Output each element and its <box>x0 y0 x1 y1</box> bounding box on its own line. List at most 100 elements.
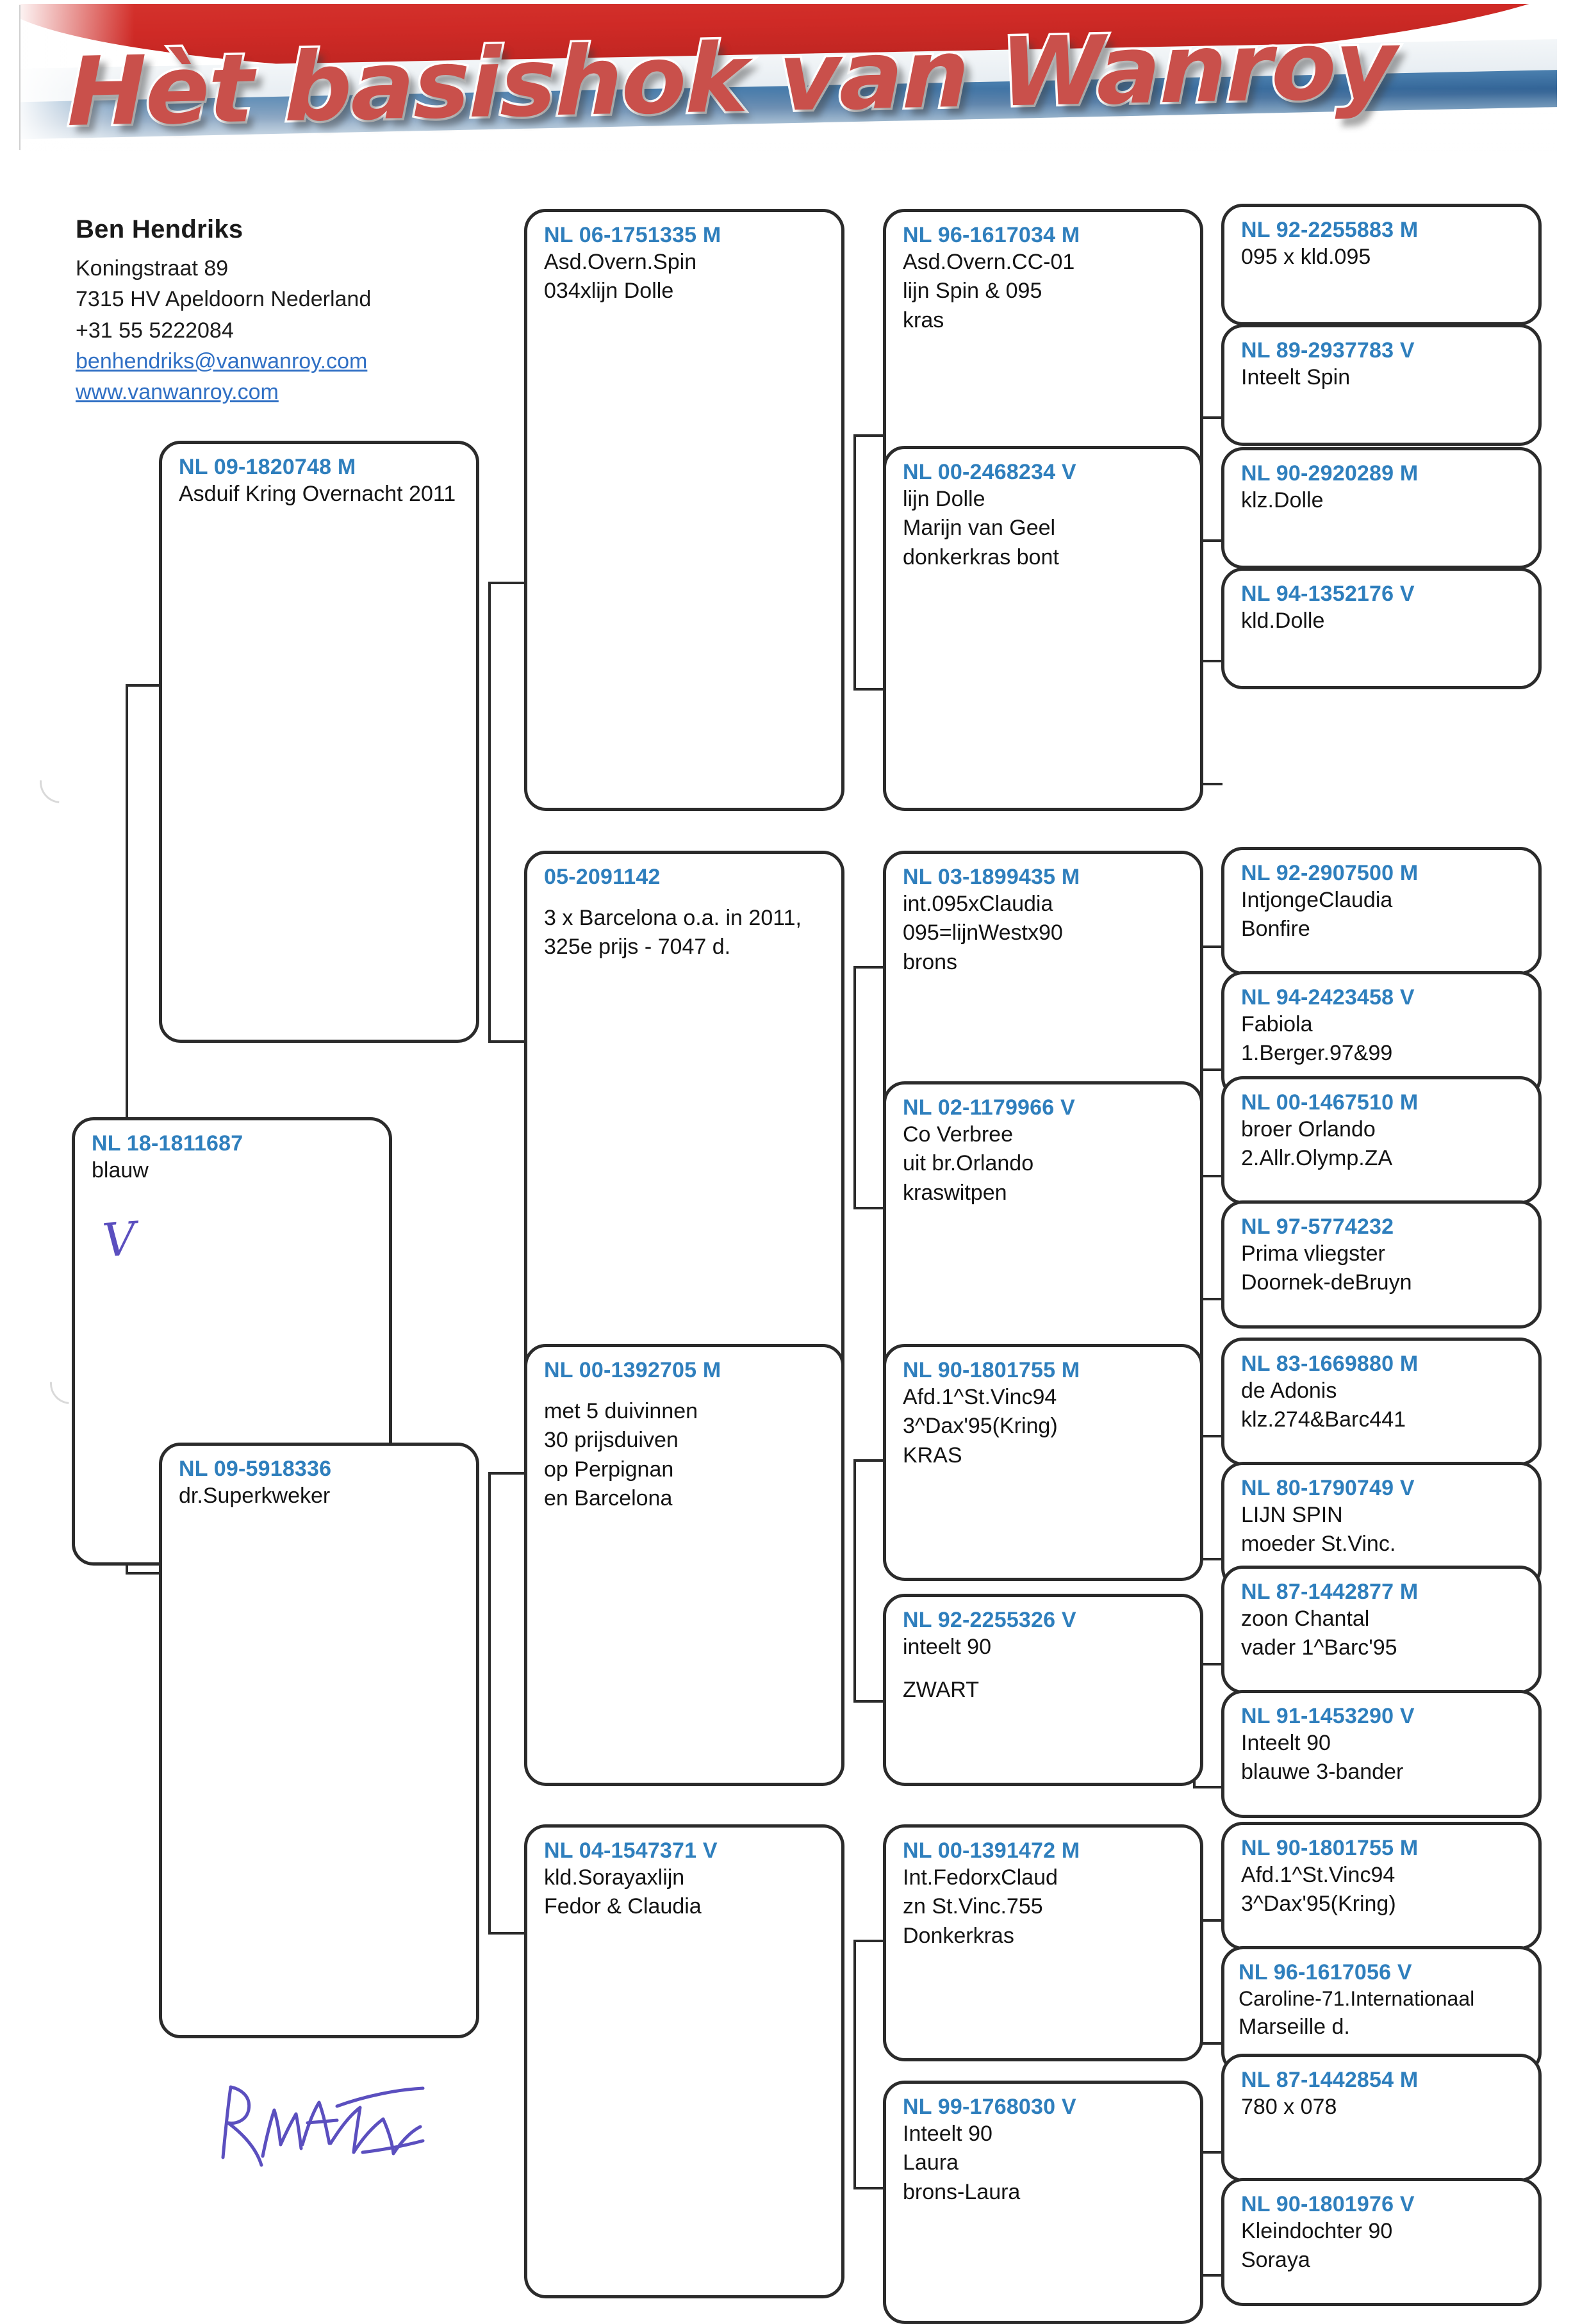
pedigree-box-gen4-3[interactable]: NL 94-1352176 V kld.Dolle <box>1221 568 1542 689</box>
gen3-0-line-3: kras <box>903 307 944 332</box>
gen4-14-line-1: 780 x 078 <box>1241 2095 1337 2120</box>
connector-gen2b-gen3 <box>853 966 856 1209</box>
gen2-2-ring-number: NL 00-1392705 M <box>544 1358 721 1382</box>
gen3-5-line-1: inteelt 90 <box>903 1635 991 1660</box>
pedigree-sheet: mush Case Ben Hendriks Koningstraat 89 7… <box>0 159 1589 2324</box>
gen3-1-ring-number: NL 00-2468234 V <box>903 460 1076 484</box>
dutch-flag-graphic <box>19 4 1557 151</box>
handwritten-signature <box>221 2085 425 2167</box>
connector-gen3-5-gen4-t <box>1193 1435 1223 1437</box>
gen2-3-line-2: Fedor & Claudia <box>544 1894 702 1919</box>
owner-info-block: Ben Hendriks Koningstraat 89 7315 HV Ape… <box>76 215 498 407</box>
owner-street: Koningstraat 89 <box>76 256 229 281</box>
gen4-14-ring-number: NL 87-1442854 M <box>1241 2068 1419 2092</box>
gen3-6-ring-number: NL 00-1391472 M <box>903 1838 1080 1863</box>
connector-gen3-8-gen4-t <box>1193 2151 1223 2154</box>
connector-subject-gen1-top <box>126 684 170 687</box>
gen4-2-ring-number: NL 90-2920289 M <box>1241 461 1419 486</box>
gen4-3-ring-number: NL 94-1352176 V <box>1241 582 1415 606</box>
pedigree-box-gen4-14[interactable]: NL 87-1442854 M 780 x 078 <box>1221 2054 1542 2182</box>
gen2-1-ring-number: 05-2091142 <box>544 865 661 889</box>
gen2-2-line-2: met 5 duivinnen <box>544 1399 698 1424</box>
pedigree-box-gen4-0[interactable]: NL 92-2255883 M 095 x kld.095 <box>1221 204 1542 325</box>
connector-gen2a-gen3-t <box>853 434 884 437</box>
gen2-2-line-4: op Perpignan <box>544 1457 674 1482</box>
pedigree-box-gen3-5[interactable]: NL 92-2255326 V inteelt 90 ZWART <box>883 1594 1203 1786</box>
connector-gen2a-gen3-b <box>853 688 884 691</box>
gen4-11-line-2: blauwe 3-bander <box>1241 1760 1404 1785</box>
pedigree-box-gen4-10[interactable]: NL 87-1442877 M zoon Chantal vader 1^Bar… <box>1221 1566 1542 1694</box>
connector-gen3-2-gen4-t <box>1193 660 1223 662</box>
gen4-15-line-1: Kleindochter 90 <box>1241 2219 1393 2244</box>
owner-website-link[interactable]: www.vanwanroy.com <box>76 380 279 405</box>
pedigree-box-gen1-1[interactable]: NL 09-5918336 dr.Superkweker <box>159 1443 479 2038</box>
gen3-3-line-1: Co Verbree <box>903 1122 1013 1147</box>
pedigree-box-gen4-15[interactable]: NL 90-1801976 V Kleindochter 90 Soraya <box>1221 2178 1542 2306</box>
gen2-2-line-3: 30 prijsduiven <box>544 1428 679 1453</box>
gen3-4-line-3: KRAS <box>903 1443 962 1468</box>
gen3-7-line-2: Laura <box>903 2150 959 2175</box>
gen2-3-ring-number: NL 04-1547371 V <box>544 1838 718 1863</box>
gen4-5-ring-number: NL 94-2423458 V <box>1241 985 1415 1010</box>
gen4-13-line-2: Marseille d. <box>1239 2014 1350 2039</box>
gen4-3-line-1: kld.Dolle <box>1241 609 1325 634</box>
pedigree-box-gen4-4[interactable]: NL 92-2907500 M IntjongeClaudia Bonfire <box>1221 847 1542 975</box>
owner-email-link[interactable]: benhendriks@vanwanroy.com <box>76 348 368 373</box>
pedigree-box-gen4-6[interactable]: NL 00-1467510 M broer Orlando 2.Allr.Oly… <box>1221 1076 1542 1204</box>
gen3-2-line-1: int.095xClaudia <box>903 892 1053 917</box>
connector-gen3-6-gen4-b <box>1193 1786 1223 1788</box>
gen4-6-line-2: 2.Allr.Olymp.ZA <box>1241 1146 1393 1171</box>
gen1-1-ring-number: NL 09-5918336 <box>179 1457 332 1481</box>
gen2-2-line-5: en Barcelona <box>544 1485 673 1510</box>
gen4-8-line-2: klz.274&Barc441 <box>1241 1407 1406 1432</box>
pedigree-box-gen4-12[interactable]: NL 90-1801755 M Afd.1^St.Vinc94 3^Dax'95… <box>1221 1822 1542 1950</box>
pedigree-box-gen3-6[interactable]: NL 00-1391472 M Int.FedorxClaud zn St.Vi… <box>883 1824 1203 2061</box>
gen4-13-line-1: Caroline-71.Internationaal <box>1239 1987 1475 2011</box>
gen4-9-line-2: moeder St.Vinc. <box>1241 1532 1396 1557</box>
gen4-6-ring-number: NL 00-1467510 M <box>1241 1090 1419 1115</box>
subject-ring-number: NL 18-1811687 <box>92 1131 243 1156</box>
pedigree-box-gen4-2[interactable]: NL 90-2920289 M klz.Dolle <box>1221 447 1542 569</box>
pedigree-box-gen1-0[interactable]: NL 09-1820748 M Asduif Kring Overnacht 2… <box>159 441 479 1043</box>
connector-gen2c-gen3-t <box>853 1459 884 1462</box>
pedigree-box-gen3-4[interactable]: NL 90-1801755 M Afd.1^St.Vinc94 3^Dax'95… <box>883 1344 1203 1581</box>
connector-gen1b-gen2 <box>488 1472 491 1933</box>
pedigree-box-gen4-1[interactable]: NL 89-2937783 V Inteelt Spin <box>1221 324 1542 446</box>
owner-phone: +31 55 5222084 <box>76 318 234 343</box>
pedigree-box-gen4-7[interactable]: NL 97-5774232 Prima vliegster Doornek-de… <box>1221 1200 1542 1329</box>
pedigree-box-gen2-2[interactable]: NL 00-1392705 M met 5 duivinnen 30 prijs… <box>524 1344 844 1786</box>
gen3-7-line-3: brons-Laura <box>903 2179 1021 2204</box>
connector-gen1a-gen2 <box>488 582 491 1043</box>
subject-line-1: blauw <box>92 1158 149 1183</box>
gen3-7-ring-number: NL 99-1768030 V <box>903 2095 1076 2119</box>
gen4-9-ring-number: NL 80-1790749 V <box>1241 1476 1415 1500</box>
gen3-1-line-3: donkerkras bont <box>903 544 1059 569</box>
gen1-0-ring-number: NL 09-1820748 M <box>179 455 356 479</box>
pedigree-box-gen2-3[interactable]: NL 04-1547371 V kld.Sorayaxlijn Fedor & … <box>524 1824 844 2298</box>
gen3-4-ring-number: NL 90-1801755 M <box>903 1358 1080 1382</box>
gen4-12-ring-number: NL 90-1801755 M <box>1241 1836 1419 1860</box>
gen4-7-ring-number: NL 97-5774232 <box>1241 1215 1394 1239</box>
pedigree-box-gen3-1[interactable]: NL 00-2468234 V lijn Dolle Marijn van Ge… <box>883 446 1203 811</box>
connector-gen3-3-gen4-t <box>1193 945 1223 948</box>
pedigree-box-gen2-0[interactable]: NL 06-1751335 M Asd.Overn.Spin 034xlijn … <box>524 209 844 811</box>
gen3-2-line-2: 095=lijnWestx90 <box>903 921 1063 945</box>
gen3-1-line-1: lijn Dolle <box>903 487 985 512</box>
connector-gen2d-gen3-t <box>853 1940 884 1942</box>
gen4-5-line-2: 1.Berger.97&99 <box>1241 1041 1393 1066</box>
gen4-0-line-1: 095 x kld.095 <box>1241 245 1371 270</box>
connector-gen3-5-gen4-b <box>1193 1558 1223 1560</box>
pedigree-box-gen4-8[interactable]: NL 83-1669880 M de Adonis klz.274&Barc44… <box>1221 1338 1542 1466</box>
handwritten-check-mark: V <box>101 1211 138 1268</box>
gen3-2-line-3: brons <box>903 949 958 974</box>
connector-gen2c-gen3-b <box>853 1700 884 1703</box>
gen4-0-ring-number: NL 92-2255883 M <box>1241 218 1419 242</box>
gen3-4-line-1: Afd.1^St.Vinc94 <box>903 1385 1057 1410</box>
gen4-6-line-1: broer Orlando <box>1241 1117 1376 1142</box>
connector-gen2c-gen3 <box>853 1459 856 1703</box>
pedigree-box-gen3-7[interactable]: NL 99-1768030 V Inteelt 90 Laura brons-L… <box>883 2081 1203 2324</box>
gen3-6-line-2: zn St.Vinc.755 <box>903 1894 1043 1919</box>
pedigree-box-gen4-11[interactable]: NL 91-1453290 V Inteelt 90 blauwe 3-band… <box>1221 1690 1542 1818</box>
connector-gen3-1-gen4-t <box>1193 416 1223 419</box>
gen4-1-line-1: Inteelt Spin <box>1241 365 1351 390</box>
